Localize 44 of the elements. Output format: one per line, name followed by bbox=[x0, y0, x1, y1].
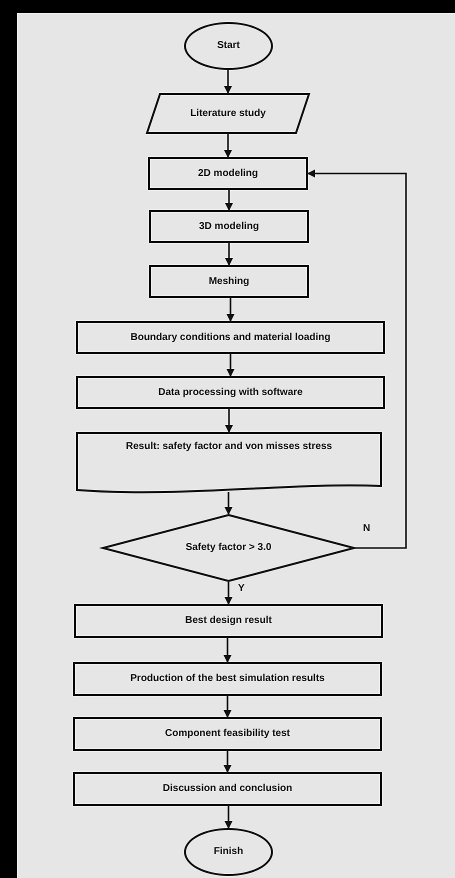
node-text: Start bbox=[217, 40, 240, 52]
node-text: Data processing with software bbox=[158, 386, 303, 398]
process-box bbox=[76, 321, 385, 354]
process-box bbox=[73, 772, 382, 806]
arrow bbox=[224, 696, 232, 718]
start-terminal bbox=[184, 22, 273, 70]
decision-diamond bbox=[102, 514, 355, 582]
arrow bbox=[224, 806, 232, 829]
node-text: Finish bbox=[214, 846, 244, 858]
process-box bbox=[73, 717, 382, 751]
node-text: Literature study bbox=[190, 108, 266, 120]
edge-label: Y bbox=[237, 583, 246, 594]
arrow bbox=[224, 492, 232, 515]
edge-label: N bbox=[362, 523, 372, 534]
node-text: Result: safety factor and von misses stress bbox=[126, 441, 332, 453]
process-box bbox=[74, 604, 383, 638]
arrow bbox=[224, 751, 232, 773]
process-box bbox=[149, 265, 309, 298]
node-text: Best design result bbox=[185, 615, 272, 627]
node-text: 2D modeling bbox=[198, 168, 258, 180]
arrow bbox=[225, 243, 233, 266]
process-box bbox=[149, 210, 309, 243]
node-text: Production of the best simulation results bbox=[130, 673, 325, 685]
finish-terminal bbox=[184, 828, 273, 876]
node-text: Boundary conditions and material loading bbox=[130, 332, 331, 344]
arrow bbox=[226, 298, 234, 322]
process-box bbox=[76, 376, 385, 409]
node-text: 3D modeling bbox=[198, 220, 259, 232]
arrow bbox=[225, 409, 233, 433]
node-text: Discussion and conclusion bbox=[162, 783, 292, 795]
input-parallelogram bbox=[146, 93, 310, 134]
arrow bbox=[224, 70, 232, 94]
node-text: Meshing bbox=[208, 276, 250, 288]
node-text: Component feasibility test bbox=[164, 728, 290, 740]
arrow bbox=[307, 170, 407, 549]
process-box bbox=[148, 157, 308, 190]
arrow bbox=[224, 638, 232, 663]
arrow bbox=[226, 354, 234, 377]
arrow bbox=[225, 190, 233, 211]
process-box bbox=[73, 662, 382, 696]
document-shape bbox=[76, 432, 382, 496]
arrow bbox=[224, 134, 232, 158]
arrow bbox=[224, 582, 232, 605]
node-text: Safety factor > 3.0 bbox=[186, 542, 272, 554]
